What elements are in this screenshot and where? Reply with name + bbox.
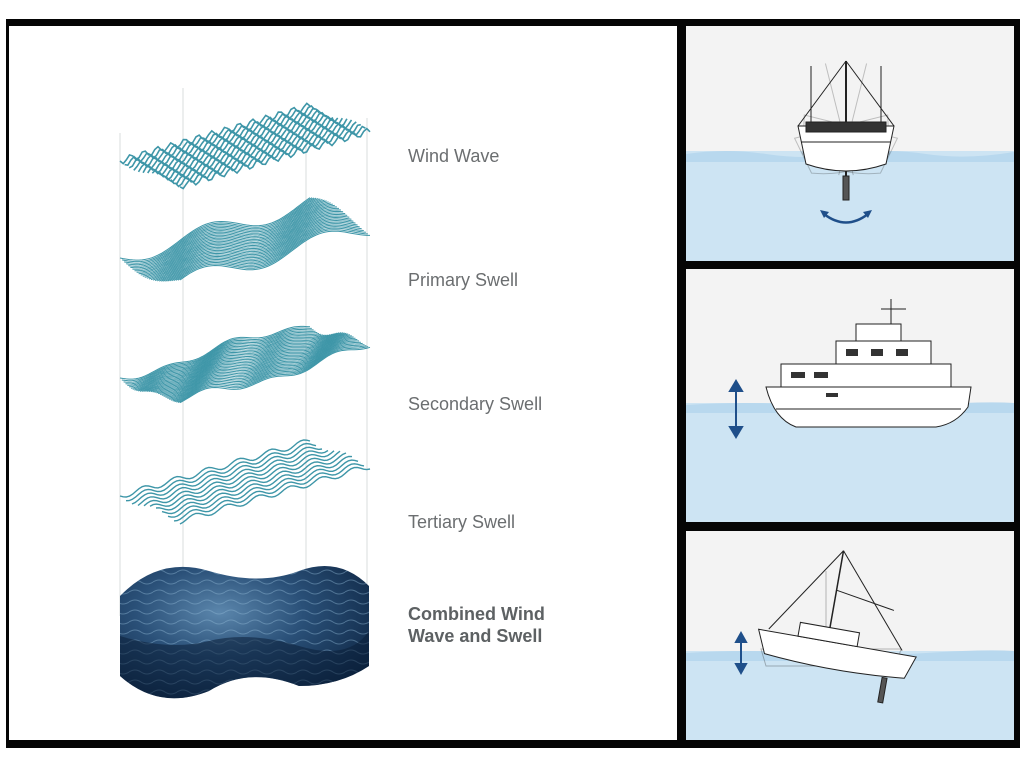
- primary-swell-layer: [119, 197, 370, 282]
- roll-motion-panel: [686, 26, 1014, 261]
- pitch-illustration: [686, 550, 1014, 740]
- secondary-swell-layer: [119, 325, 371, 404]
- sailboat-stern-icon: [793, 60, 899, 201]
- pitch-motion-panel: [686, 531, 1014, 740]
- tertiary-swell-label: Tertiary Swell: [408, 512, 516, 532]
- curved-double-arrow-icon: [823, 212, 869, 224]
- roll-illustration: [686, 60, 1014, 261]
- sailboat-pitching-icon: [757, 550, 917, 704]
- trawler-yacht-icon: [765, 299, 972, 428]
- combined-label-line1: Combined Wind: [408, 604, 545, 624]
- vertical-double-arrow-icon: [734, 630, 748, 676]
- wave-layers-diagram: [119, 88, 371, 699]
- wind-wave-layer: [119, 102, 371, 190]
- combined-label-line2: Wave and Swell: [408, 626, 543, 646]
- primary-swell-label: Primary Swell: [408, 270, 519, 290]
- combined-sea-block: [120, 566, 369, 699]
- secondary-swell-label: Secondary Swell: [408, 394, 543, 414]
- combined-label: Combined Wind Wave and Swell: [408, 603, 545, 647]
- wave-layers-panel: Wind Wave Primary Swell Secondary Swell …: [9, 26, 677, 740]
- vertical-double-arrow-icon: [728, 379, 744, 439]
- tertiary-swell-layer: [119, 439, 371, 525]
- heave-motion-panel: [686, 269, 1014, 522]
- heave-illustration: [686, 299, 1014, 522]
- wind-wave-label: Wind Wave: [408, 146, 500, 166]
